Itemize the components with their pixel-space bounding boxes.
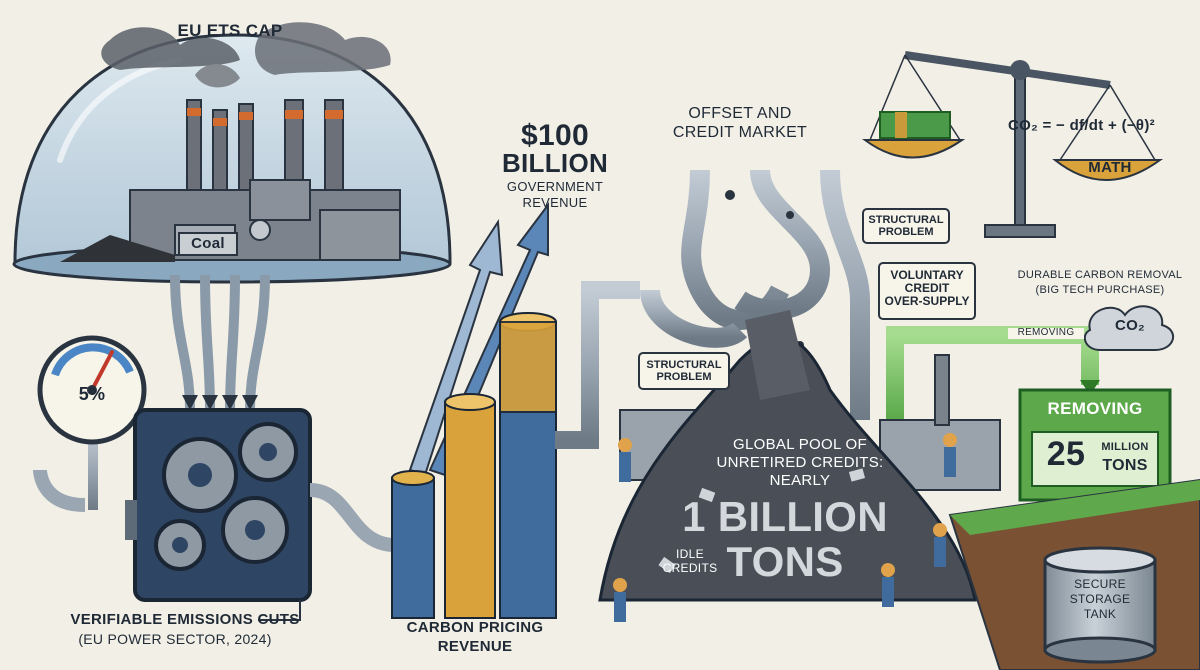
green-removal-pipe	[886, 326, 1100, 420]
tank-label-1: SECURE	[1074, 577, 1126, 591]
balance-scale	[861, 51, 1164, 238]
coal-power-plant	[60, 22, 401, 262]
voluntary-oversupply-box: VOLUNTARY CREDIT OVER-SUPPLY	[878, 262, 976, 320]
carbon-pricing-label-2: REVENUE	[437, 638, 513, 655]
pool-big-unit: TONS	[726, 538, 844, 585]
workers	[613, 433, 957, 622]
idle-credits-line2: CREDITS	[662, 561, 718, 575]
removal-board	[1018, 388, 1172, 560]
revenue-sub-line2: REVENUE	[522, 195, 588, 210]
tank-label-2: STORAGE	[1069, 592, 1131, 606]
structural-problem-bottom: STRUCTURAL PROBLEM	[638, 352, 730, 390]
durable-removal-title: DURABLE CARBON REMOVAL	[1017, 269, 1183, 281]
pool-line1: GLOBAL POOL OF	[733, 436, 867, 453]
structural-problem-top-line1: STRUCTURAL	[868, 214, 944, 226]
emissions-sector-label: (EU POWER SECTOR, 2024)	[78, 631, 272, 647]
removal-board-title: REMOVING	[1047, 399, 1143, 418]
coin-stacks	[391, 312, 557, 619]
pool-big-amount: 1 BILLION	[682, 493, 888, 540]
voluntary-line3: OVER-SUPPLY	[884, 294, 970, 309]
removal-amount: 25	[1046, 435, 1086, 473]
tank-label-3: TANK	[1083, 607, 1117, 621]
durable-removal-subtitle: (BIG TECH PURCHASE)	[1035, 284, 1165, 296]
removal-amount-unit1: MILLION	[1101, 441, 1149, 453]
inflow-pipes	[170, 274, 270, 411]
voluntary-line1: VOLUNTARY	[890, 268, 964, 282]
emissions-gearbox	[33, 408, 396, 621]
voluntary-line2: CREDIT	[904, 281, 950, 296]
structural-problem-top-line2: PROBLEM	[878, 226, 934, 239]
pool-line3: NEARLY	[769, 472, 831, 489]
factory-coal-sign: Coal	[178, 232, 238, 256]
idle-credits-line1: IDLE	[676, 547, 704, 561]
offset-market-title: OFFSET AND	[688, 105, 792, 122]
structural-problem-bottom-line1: STRUCTURAL	[646, 359, 722, 371]
co2-cloud	[1083, 305, 1174, 351]
scale-formula: CO₂ = − df/dt + (−θ)²	[1008, 117, 1155, 134]
revenue-sub-line1: GOVERNMENT	[506, 179, 604, 194]
pool-line2: UNRETIRED CREDITS:	[716, 454, 884, 471]
structural-problem-bottom-line2: PROBLEM	[656, 371, 712, 384]
scale-pan-label: MATH	[1088, 159, 1132, 176]
offset-market-title-2: CREDIT MARKET	[672, 124, 808, 141]
structural-problem-top: STRUCTURAL PROBLEM	[862, 208, 950, 244]
dome-title: EU ETS CAP	[177, 21, 283, 40]
offset-market-pipes	[555, 155, 900, 449]
secure-storage-tank	[1043, 546, 1157, 664]
emissions-cuts-label: VERIFIABLE EMISSIONS CUTS	[70, 611, 300, 628]
gauge-value: 5%	[78, 384, 106, 404]
revenue-amount: $100	[521, 119, 589, 152]
carbon-pricing-label: CARBON PRICING	[406, 619, 544, 636]
emissions-gauge	[37, 335, 147, 510]
idle-credit-pile	[598, 310, 977, 602]
removing-pipe-label: REMOVING	[1008, 327, 1084, 339]
removal-amount-unit2: TONS	[1102, 457, 1148, 474]
co2-cloud-label: CO₂	[1114, 317, 1146, 334]
revenue-amount-unit: BILLION	[501, 148, 609, 178]
